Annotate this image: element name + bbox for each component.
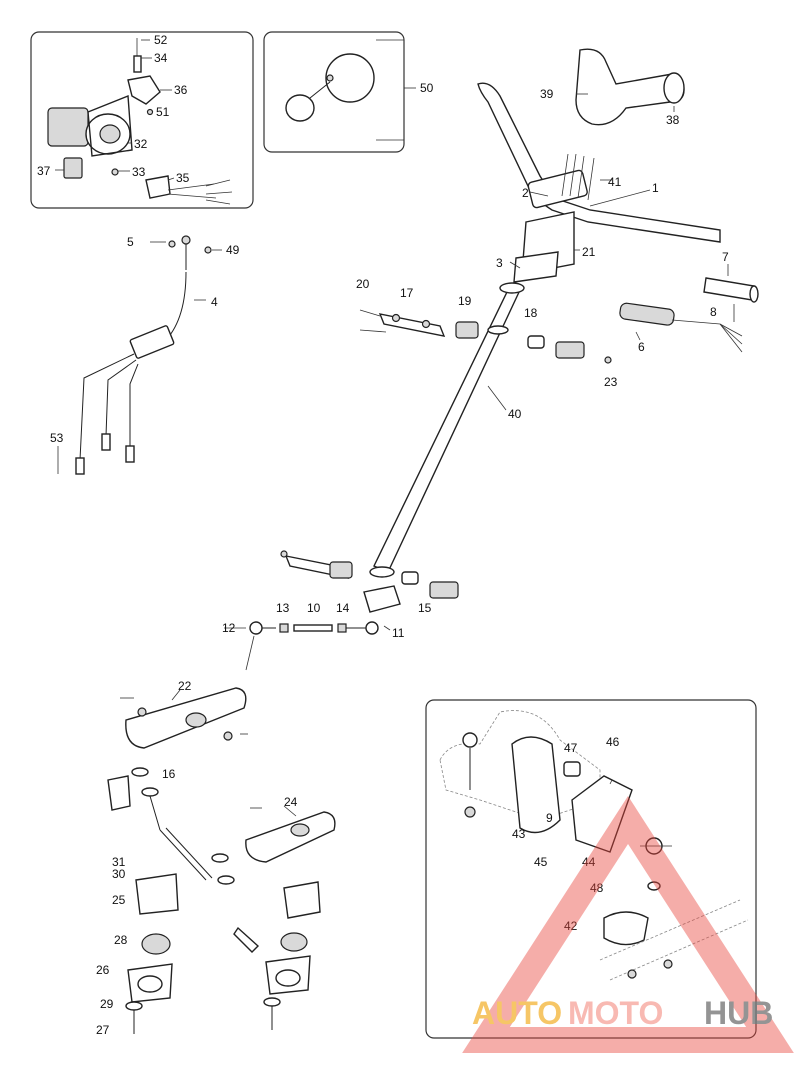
callout-41: 41	[608, 175, 622, 189]
lower-clamp-assembly	[280, 550, 459, 613]
watermark: AUTO MOTO HUB	[462, 796, 794, 1053]
leader-lines	[55, 39, 729, 847]
grip-left-heated	[619, 302, 743, 353]
inset-box-knuckle	[425, 699, 757, 1039]
callout-48: 48	[590, 881, 604, 895]
callout-3: 3	[496, 256, 503, 270]
switch-assembly	[47, 38, 233, 205]
watermark-triangle-outer	[462, 796, 794, 1053]
callout-10: 10	[307, 601, 321, 615]
callout-51: 51	[156, 105, 170, 119]
callout-32: 32	[134, 137, 148, 151]
throttle-cable	[75, 235, 212, 475]
watermark-hub: HUB	[704, 995, 773, 1031]
upper-clamp-assembly	[359, 309, 612, 364]
callout-labels: 1 2 3 4 5 6 7 8 9 10 11 12 13 14 15 16 1…	[37, 33, 729, 1037]
callout-13: 13	[276, 601, 290, 615]
callout-37: 37	[37, 164, 51, 178]
callout-12: 12	[222, 621, 236, 635]
callout-35: 35	[176, 171, 190, 185]
callout-53: 53	[50, 431, 64, 445]
callout-47: 47	[564, 741, 578, 755]
callout-19: 19	[458, 294, 472, 308]
callout-25: 25	[112, 893, 126, 907]
callout-52: 52	[154, 33, 168, 47]
callout-17: 17	[400, 286, 414, 300]
callout-6: 6	[638, 340, 645, 354]
callout-33: 33	[132, 165, 146, 179]
tie-rod-lower	[125, 827, 213, 1034]
steering-column	[369, 282, 525, 578]
mirror-assembly	[285, 53, 375, 122]
callout-1: 1	[652, 181, 659, 195]
grip-right	[703, 277, 759, 303]
callout-23: 23	[604, 375, 618, 389]
callout-40: 40	[508, 407, 522, 421]
callout-22: 22	[178, 679, 192, 693]
watermark-moto: MOTO	[568, 995, 663, 1031]
callout-11: 11	[392, 626, 405, 640]
callout-14: 14	[336, 601, 350, 615]
callout-29: 29	[100, 997, 114, 1011]
callout-31: 31	[112, 855, 126, 869]
callout-27: 27	[96, 1023, 110, 1037]
knuckle-assembly	[439, 710, 749, 981]
callout-8: 8	[710, 305, 717, 319]
callout-9: 9	[546, 811, 553, 825]
callout-28: 28	[114, 933, 128, 947]
handlebar	[477, 82, 721, 283]
callout-46: 46	[606, 735, 620, 749]
callout-18: 18	[524, 306, 538, 320]
callout-26: 26	[96, 963, 110, 977]
callout-5: 5	[127, 235, 134, 249]
callout-39: 39	[540, 87, 554, 101]
callout-50: 50	[420, 81, 434, 95]
callout-16: 16	[162, 767, 176, 781]
callout-4: 4	[211, 295, 218, 309]
callout-20: 20	[356, 277, 370, 291]
callout-2: 2	[522, 186, 529, 200]
callout-38: 38	[666, 113, 680, 127]
callout-42: 42	[564, 919, 578, 933]
tie-rod-upper	[245, 621, 379, 671]
callout-15: 15	[418, 601, 432, 615]
callout-21: 21	[582, 245, 596, 259]
callout-44: 44	[582, 855, 596, 869]
callout-36: 36	[174, 83, 188, 97]
watermark-auto: AUTO	[472, 995, 562, 1031]
inset-box-switch	[30, 31, 254, 209]
callout-24: 24	[284, 795, 298, 809]
callout-30: 30	[112, 867, 126, 881]
callout-49: 49	[226, 243, 240, 257]
callout-45: 45	[534, 855, 548, 869]
steering-plate-right	[211, 811, 336, 1030]
callout-43: 43	[512, 827, 526, 841]
steering-plate-left	[107, 687, 247, 831]
grip-cover	[575, 48, 685, 126]
callout-34: 34	[154, 51, 168, 65]
callout-7: 7	[722, 250, 729, 264]
